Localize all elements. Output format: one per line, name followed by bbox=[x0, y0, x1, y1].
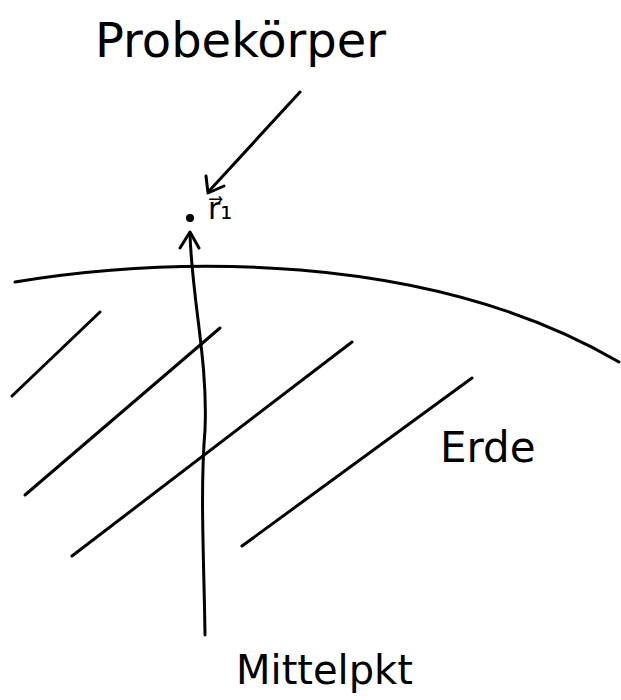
point-label: Mittelpkt bbox=[236, 648, 413, 692]
hatch-line bbox=[25, 328, 220, 495]
test-body-dot bbox=[186, 214, 194, 222]
vector-label: r⃗₁ bbox=[208, 192, 232, 225]
vector-arrowhead bbox=[180, 232, 199, 248]
earth-surface bbox=[15, 266, 619, 362]
object-label: Probekörper bbox=[95, 14, 386, 67]
leader-arrowhead bbox=[206, 176, 224, 193]
hatch-line bbox=[12, 312, 100, 396]
region-label: Erde bbox=[440, 425, 536, 471]
hatch-line bbox=[72, 342, 352, 556]
leader-arrow bbox=[210, 92, 300, 190]
hatch-line bbox=[242, 378, 472, 546]
position-vector bbox=[190, 234, 205, 635]
